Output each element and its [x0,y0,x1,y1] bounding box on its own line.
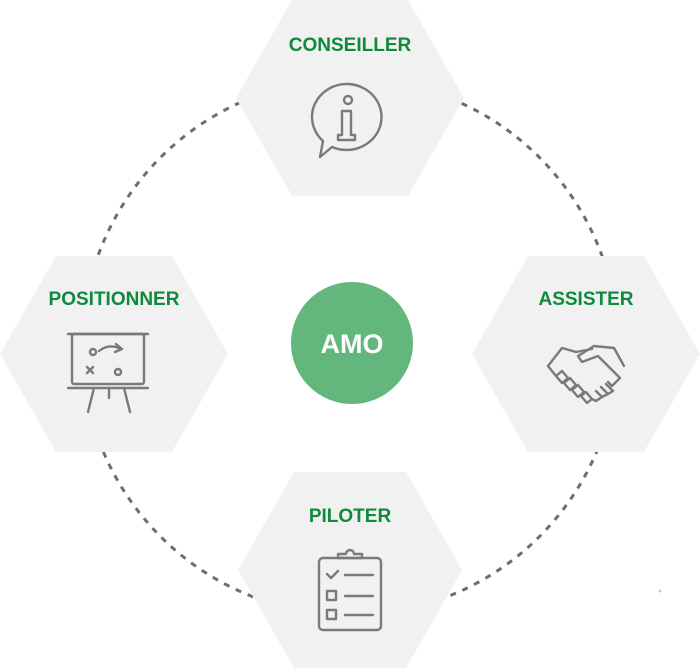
node-label-piloter: PILOTER [309,506,392,527]
node-piloter: PILOTER [238,472,462,668]
hexagon-positionner [0,256,228,452]
hexagon-piloter [238,472,462,668]
info-speech-bubble-icon [310,82,383,159]
center-node: AMO [291,282,413,404]
decorative-dot [658,589,662,593]
node-assister: ASSISTER [472,256,700,452]
strategy-board-icon [66,332,150,414]
node-conseiller: CONSEILLER [236,0,464,196]
hexagon-assister [472,256,700,452]
node-positionner: POSITIONNER [0,256,228,452]
node-label-positionner: POSITIONNER [49,289,180,310]
clipboard-checklist-icon [317,548,383,632]
handshake-icon [546,344,626,405]
node-label-assister: ASSISTER [538,289,633,310]
center-circle [291,282,413,404]
node-label-conseiller: CONSEILLER [289,35,412,56]
hexagon-conseiller [236,0,464,196]
center-label: AMO [321,329,384,359]
